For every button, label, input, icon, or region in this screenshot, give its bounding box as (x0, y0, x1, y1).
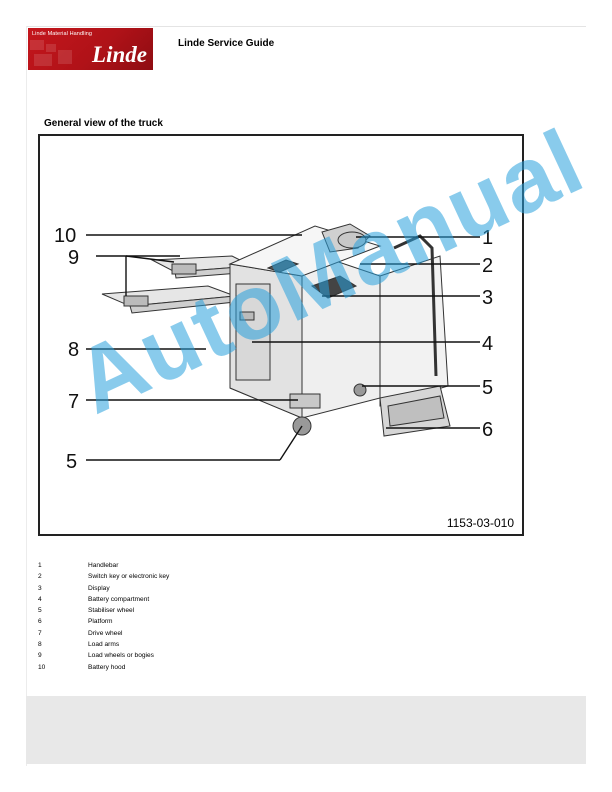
callout-8: 8 (68, 339, 79, 361)
figure-code: 1153-03-010 (446, 516, 514, 530)
legend-number: 9 (38, 652, 42, 660)
callout-1: 1 (482, 227, 493, 249)
truck-illustration: 10 1 9 2 3 8 4 7 5 5 6 (54, 223, 493, 473)
legend-number: 8 (38, 641, 42, 649)
legend-label: Stabiliser wheel (88, 607, 135, 615)
legend-number: 1 (38, 562, 42, 569)
callout-3: 3 (482, 287, 493, 309)
legend-label: Load wheels or bogies (88, 652, 154, 660)
linde-logo: Linde Material Handling Linde (28, 28, 153, 70)
page-edge-rule (26, 26, 27, 766)
legend-label: Load arms (88, 641, 120, 649)
header-rule (26, 26, 586, 27)
callout-9: 9 (68, 247, 79, 269)
legend-number: 7 (38, 629, 42, 637)
callout-10: 10 (54, 225, 76, 247)
logo-subtitle: Linde Material Handling (32, 31, 93, 37)
section-title: General view of the truck (44, 118, 163, 129)
legend-label: Switch key or electronic key (88, 573, 170, 581)
legend-number: 5 (38, 607, 42, 615)
legend-label: Platform (88, 618, 113, 626)
truck-figure: 10 1 9 2 3 8 4 7 5 5 6 1153-03-010 (38, 134, 524, 536)
legend-number: 2 (38, 573, 42, 581)
callout-5-lower: 5 (66, 451, 77, 473)
legend-number: 4 (38, 595, 42, 603)
legend-label: Display (88, 584, 110, 592)
callout-7: 7 (68, 391, 79, 413)
callout-5-upper: 5 (482, 377, 493, 399)
callout-6: 6 (482, 419, 493, 441)
footer-band (26, 696, 586, 764)
legend-number: 10 (38, 663, 46, 671)
callout-2: 2 (482, 255, 493, 277)
logo-wordmark: Linde (92, 42, 147, 67)
legend-number: 3 (38, 584, 42, 592)
document-title: Linde Service Guide (178, 38, 275, 49)
legend-label: Battery hood (88, 663, 126, 671)
legend-number: 6 (38, 618, 42, 626)
legend-label: Battery compartment (88, 595, 150, 603)
legend-label: Drive wheel (88, 629, 123, 637)
callout-4: 4 (482, 333, 493, 355)
legend-label: Handlebar (88, 562, 119, 569)
